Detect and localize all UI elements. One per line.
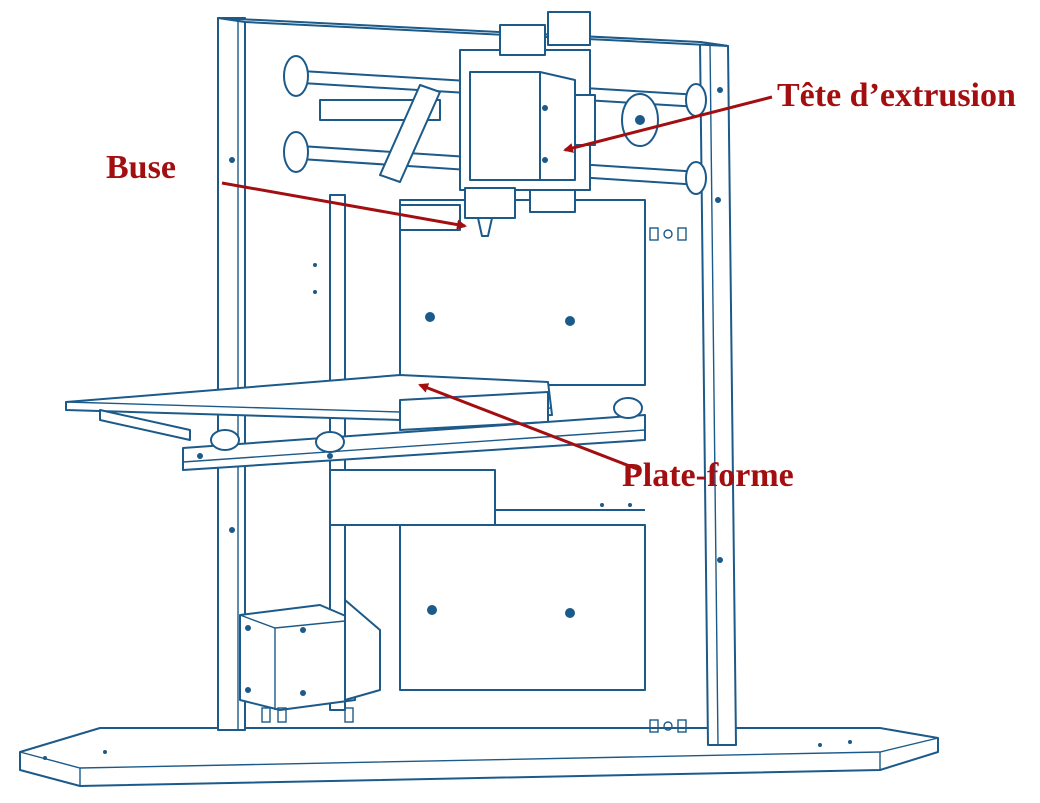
right-upright bbox=[699, 41, 737, 746]
nozzle-arrow bbox=[221, 181, 467, 230]
nozzle-label: Buse bbox=[106, 149, 176, 186]
platform-arrow bbox=[418, 383, 641, 472]
base-plate bbox=[19, 727, 939, 787]
extrusion-head bbox=[459, 11, 596, 191]
x-axis-rods bbox=[283, 55, 707, 195]
back-panel bbox=[399, 199, 687, 733]
annotation-arrows bbox=[221, 95, 773, 472]
extrusion-head-label: Tête d’extrusion bbox=[777, 77, 1016, 114]
stepper-motor bbox=[239, 599, 381, 723]
platform bbox=[65, 374, 553, 441]
platform-label: Plate-forme bbox=[622, 457, 794, 494]
extrusion-head-arrow bbox=[563, 95, 773, 153]
top-frame bbox=[217, 17, 729, 47]
